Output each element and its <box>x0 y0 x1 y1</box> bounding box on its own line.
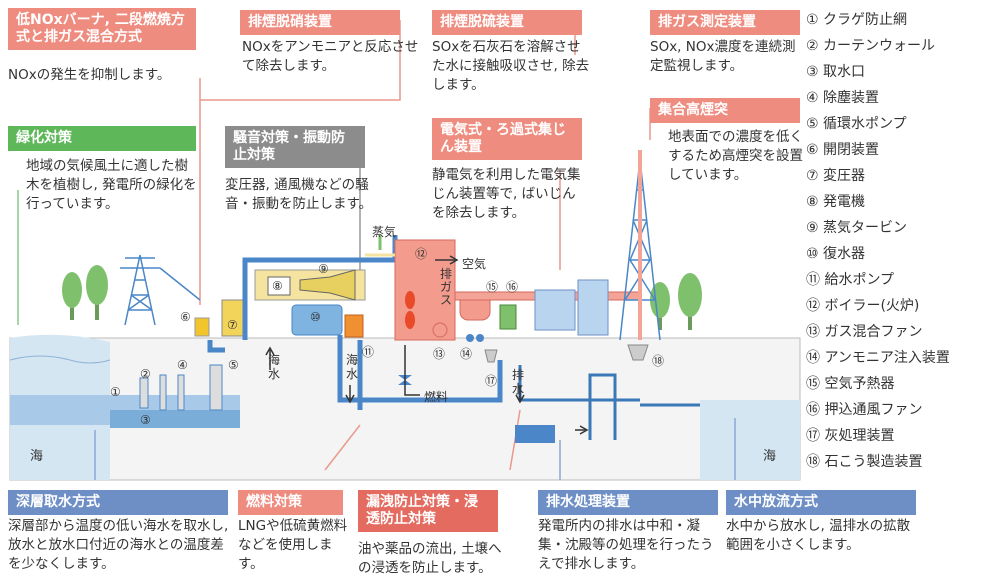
callout-noise-title: 騒音対策・振動防止対策 <box>225 126 365 168</box>
callout-greening-title: 緑化対策 <box>8 126 196 151</box>
marker-13: ⑬ <box>433 347 446 361</box>
legend-item: ⑤ 循環水ポンプ <box>806 116 907 132</box>
callout-denitration-desc: NOxをアンモニアと反応させて除去します。 <box>242 39 419 74</box>
legend-item: ⑬ ガス混合ファン <box>806 324 923 340</box>
marker-15: ⑮ <box>486 280 499 294</box>
boiler-shape <box>394 239 456 341</box>
tree-group-left <box>62 265 108 320</box>
marker-17: ⑰ <box>485 374 498 388</box>
legend-item: ⑰ 灰処理装置 <box>806 428 895 444</box>
legend-item: ⑩ 復水器 <box>806 246 866 262</box>
legend-item: ⑪ 給水ポンプ <box>806 272 895 288</box>
legend-item: ⑱ 石こう製造装置 <box>806 454 923 470</box>
marker-4: ④ <box>177 358 188 372</box>
marker-7: ⑦ <box>227 318 238 332</box>
marker-16: ⑯ <box>506 280 519 294</box>
steam-label: 蒸気 <box>372 225 397 239</box>
callout-measurement-desc: SOx, NOx濃度を連続測定監視します。 <box>650 39 796 74</box>
legend-item: ⑥ 開閉装置 <box>806 142 880 158</box>
legend-item: ② カーテンウォール <box>806 38 936 54</box>
legend-item: ⑨ 蒸気タービン <box>806 220 908 236</box>
legend-item: ⑯ 押込通風ファン <box>806 402 923 418</box>
legend-item: ⑧ 発電機 <box>806 194 866 210</box>
marker-1: ① <box>110 385 121 399</box>
sea-left-label: 海 <box>30 449 44 464</box>
callout-underwater-desc: 水中から放水し, 温排水の拡散範囲を小さくします。 <box>726 518 911 553</box>
callout-leak-desc: 油や薬品の流出, 土壌への浸透を防止します。 <box>358 541 502 576</box>
callout-wastewater-desc: 発電所内の排水は中和・凝集・沈殿等の処理を行ったうえで排水します。 <box>538 518 714 572</box>
exhaust-gas-label: 排ガス <box>440 267 453 307</box>
legend-item: ⑫ ボイラー(火炉) <box>806 298 920 314</box>
air-label: 空気 <box>462 257 487 271</box>
callout-wastewater-title: 排水処理装置 <box>538 490 718 515</box>
marker-12: ⑫ <box>415 247 428 261</box>
seawater-up-label: 海水 <box>268 353 281 381</box>
callout-leak-title: 漏洩防止対策・浸透防止対策 <box>358 490 498 532</box>
marker-11: ⑪ <box>362 345 375 359</box>
marker-2: ② <box>140 367 151 381</box>
marker-10: ⑩ <box>310 310 321 324</box>
sea-right-area <box>700 400 800 480</box>
callout-deepintake-desc: 深層部から温度の低い海水を取水し, 放水と放水口付近の海水との温度差を少なくしま… <box>8 518 229 572</box>
marker-8: ⑧ <box>272 279 283 293</box>
callout-stack-desc: 地表面での濃度を低くするため高煙突を設置しています。 <box>668 129 803 183</box>
marker-3: ③ <box>140 413 151 427</box>
marker-18: ⑱ <box>652 354 665 368</box>
callout-desulfurization-title: 排煙脱硫装置 <box>432 10 582 35</box>
legend-item: ① クラゲ防止網 <box>806 12 908 28</box>
legend-item: ④ 除塵装置 <box>806 90 880 106</box>
marker-5: ⑤ <box>228 358 239 372</box>
legend-item: ③ 取水口 <box>806 64 866 80</box>
legend-item: ⑮ 空気予熱器 <box>806 376 895 392</box>
legend-item: ⑦ 変圧器 <box>806 168 866 184</box>
callout-lownox-title: 低NOxバーナ, 二段燃焼方式と排ガス混合方式 <box>8 8 196 50</box>
legend-item: ⑭ アンモニア注入装置 <box>806 350 950 366</box>
callout-desulfurization-desc: SOxを石灰石を溶解させた水に接触吸収させ, 除去します。 <box>432 39 590 93</box>
callout-deepintake-title: 深層取水方式 <box>8 490 228 515</box>
fuel-label: 燃料 <box>424 390 449 404</box>
callout-esp-title: 電気式・ろ過式集じん装置 <box>432 118 582 160</box>
callout-lownox-desc: NOxの発生を抑制します。 <box>8 67 171 83</box>
marker-14: ⑭ <box>460 347 473 361</box>
callout-fuel-title: 燃料対策 <box>238 490 343 515</box>
marker-6: ⑥ <box>180 310 191 324</box>
callout-stack-title: 集合高煙突 <box>650 98 800 123</box>
seawater-down-label: 海水 <box>346 353 359 381</box>
callout-denitration-title: 排煙脱硝装置 <box>240 10 400 35</box>
drain-label: 排水 <box>512 368 525 396</box>
callout-esp-desc: 静電気を利用した電気集じん装置等で, ばいじんを除去します。 <box>432 167 581 221</box>
transmission-tower <box>120 254 201 326</box>
marker-9: ⑨ <box>318 262 329 276</box>
callout-measurement-title: 排ガス測定装置 <box>650 10 800 35</box>
callout-noise-desc: 変圧器, 通風機などの騒音・振動を防止します。 <box>225 177 373 212</box>
callout-underwater-title: 水中放流方式 <box>726 490 916 515</box>
sea-right-label: 海 <box>763 449 777 464</box>
callout-greening-desc: 地域の気候風土に適した樹木を植樹し, 発電所の緑化を行っています。 <box>26 158 197 212</box>
callout-fuel-desc: LNGや低硫黄燃料などを使用します。 <box>238 518 348 572</box>
